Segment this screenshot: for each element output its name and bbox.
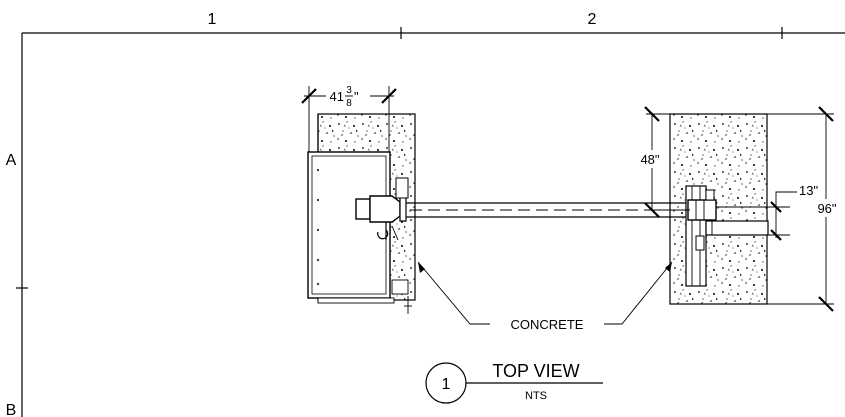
shaft-beam xyxy=(405,199,690,221)
concrete-label: CONCRETE xyxy=(511,317,584,332)
concrete-callout: CONCRETE xyxy=(417,261,673,332)
dimension-width-whole: 41 xyxy=(330,89,344,104)
dimension-depth-total-label: 96" xyxy=(817,201,836,216)
detail-number: 1 xyxy=(442,376,451,393)
view-title: TOP VIEW xyxy=(492,361,579,381)
dimension-width: 41 3 8 " xyxy=(301,85,397,152)
dimension-depth-left: 48" xyxy=(633,106,690,218)
grid-row-label: A xyxy=(6,152,17,169)
grid-column-label: 2 xyxy=(588,11,597,28)
view-scale: NTS xyxy=(525,390,547,402)
dimension-width-numerator: 3 xyxy=(346,85,352,96)
dimension-depth-small: 13" xyxy=(768,183,818,241)
dimension-depth-left-label: 48" xyxy=(640,152,659,167)
dimension-depth-total: 96" xyxy=(767,106,844,312)
dimension-depth-small-label: 13" xyxy=(799,183,818,198)
grid-column-label: 1 xyxy=(208,11,217,28)
drive-motor xyxy=(355,177,409,241)
sheet-border xyxy=(16,27,845,417)
equipment-cabinet xyxy=(307,151,412,314)
dimension-width-inch-mark: " xyxy=(354,89,359,104)
bearing-post xyxy=(685,185,782,287)
view-title-block: 1 TOP VIEW NTS xyxy=(425,361,603,404)
grid-row-label: B xyxy=(6,402,17,417)
dimension-width-denominator: 8 xyxy=(346,98,352,109)
right-concrete-footing xyxy=(669,113,768,305)
